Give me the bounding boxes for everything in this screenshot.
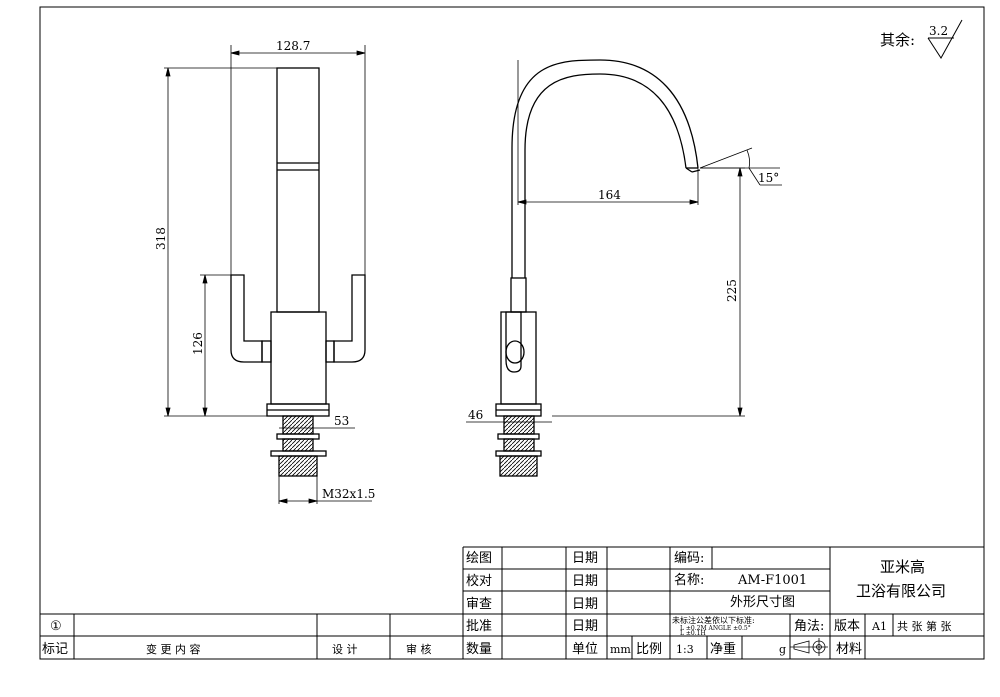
tb-version-value: A1 bbox=[871, 620, 887, 633]
tb-material: 材料 bbox=[836, 642, 862, 657]
front-column bbox=[276, 67, 320, 313]
dim-height-total: 318 bbox=[154, 227, 168, 250]
tb-company-line1: 亚米高 bbox=[880, 558, 925, 576]
tb-rev-mark: ① bbox=[50, 619, 62, 634]
tb-version-label: 版本 bbox=[834, 619, 860, 634]
tb-code-label: 编码: bbox=[674, 551, 704, 566]
side-view bbox=[495, 59, 701, 477]
tb-quantity: 数量 bbox=[466, 642, 492, 657]
sheet-border bbox=[39, 6, 985, 660]
title-block-lines bbox=[40, 546, 984, 659]
tb-date-4: 日期 bbox=[572, 619, 598, 634]
front-thread bbox=[278, 455, 318, 477]
tb-projection: 角法: bbox=[794, 619, 824, 634]
front-body bbox=[270, 311, 327, 405]
tb-sheets: 共 张 第 张 bbox=[897, 619, 952, 633]
projection-symbol-icon bbox=[790, 638, 828, 656]
tb-drawing-name: 外形尺寸图 bbox=[730, 595, 795, 610]
side-dimensions bbox=[466, 60, 782, 423]
side-handle bbox=[505, 311, 522, 373]
dim-handle-height: 126 bbox=[191, 332, 205, 355]
tb-approve: 批准 bbox=[466, 619, 492, 634]
front-view bbox=[230, 67, 366, 477]
tb-name-label: 名称: bbox=[674, 572, 704, 588]
tb-company-line2: 卫浴有限公司 bbox=[856, 582, 946, 600]
tb-date-3: 日期 bbox=[572, 597, 598, 612]
roughness-symbol: 其余: 3.2 bbox=[880, 19, 963, 59]
roughness-value: 3.2 bbox=[929, 24, 948, 38]
tb-unit-value: mm bbox=[610, 643, 631, 656]
dim-spout-height: 225 bbox=[725, 279, 739, 302]
tb-design: 设 计 bbox=[332, 643, 358, 656]
tb-check: 校对 bbox=[466, 573, 492, 589]
right-handle bbox=[333, 274, 366, 363]
tb-review: 审查 bbox=[466, 597, 492, 612]
tb-weight-unit: g bbox=[779, 643, 786, 656]
dim-reach: 164 bbox=[598, 188, 621, 202]
left-handle bbox=[230, 274, 263, 363]
dim-width-top: 128.7 bbox=[276, 39, 310, 53]
tb-rev-content: 变 更 内 容 bbox=[146, 642, 201, 656]
side-thread bbox=[499, 455, 538, 477]
dim-side-base: 46 bbox=[468, 408, 483, 422]
tb-unit: 单位 bbox=[572, 642, 598, 657]
spout-inner bbox=[524, 73, 687, 278]
tb-rev-label: 标记 bbox=[42, 642, 68, 657]
tb-draw: 绘图 bbox=[466, 551, 492, 566]
tb-net-weight: 净重 bbox=[710, 641, 736, 657]
dim-base-width: 53 bbox=[334, 414, 349, 428]
tb-date-1: 日期 bbox=[572, 551, 598, 566]
tb-scale-label: 比例 bbox=[636, 642, 662, 657]
tb-scale-value: 1:3 bbox=[676, 643, 694, 656]
tb-date-2: 日期 bbox=[572, 574, 598, 589]
front-dimensions bbox=[164, 45, 372, 504]
spout-outer bbox=[511, 59, 699, 278]
roughness-label: 其余: bbox=[880, 31, 915, 49]
tb-audit: 审 核 bbox=[406, 642, 432, 656]
dim-thread: M32x1.5 bbox=[322, 487, 375, 501]
tb-tolerance-line1: L ±0.2M ANGLE ±0.5° bbox=[680, 625, 751, 632]
tb-tolerance-line2: L ±0.1H bbox=[680, 630, 706, 637]
tb-tolerance-title: 未标注公差依以下标准: bbox=[672, 615, 755, 625]
dim-angle: 15° bbox=[758, 171, 779, 185]
tb-model: AM-F1001 bbox=[737, 573, 807, 588]
